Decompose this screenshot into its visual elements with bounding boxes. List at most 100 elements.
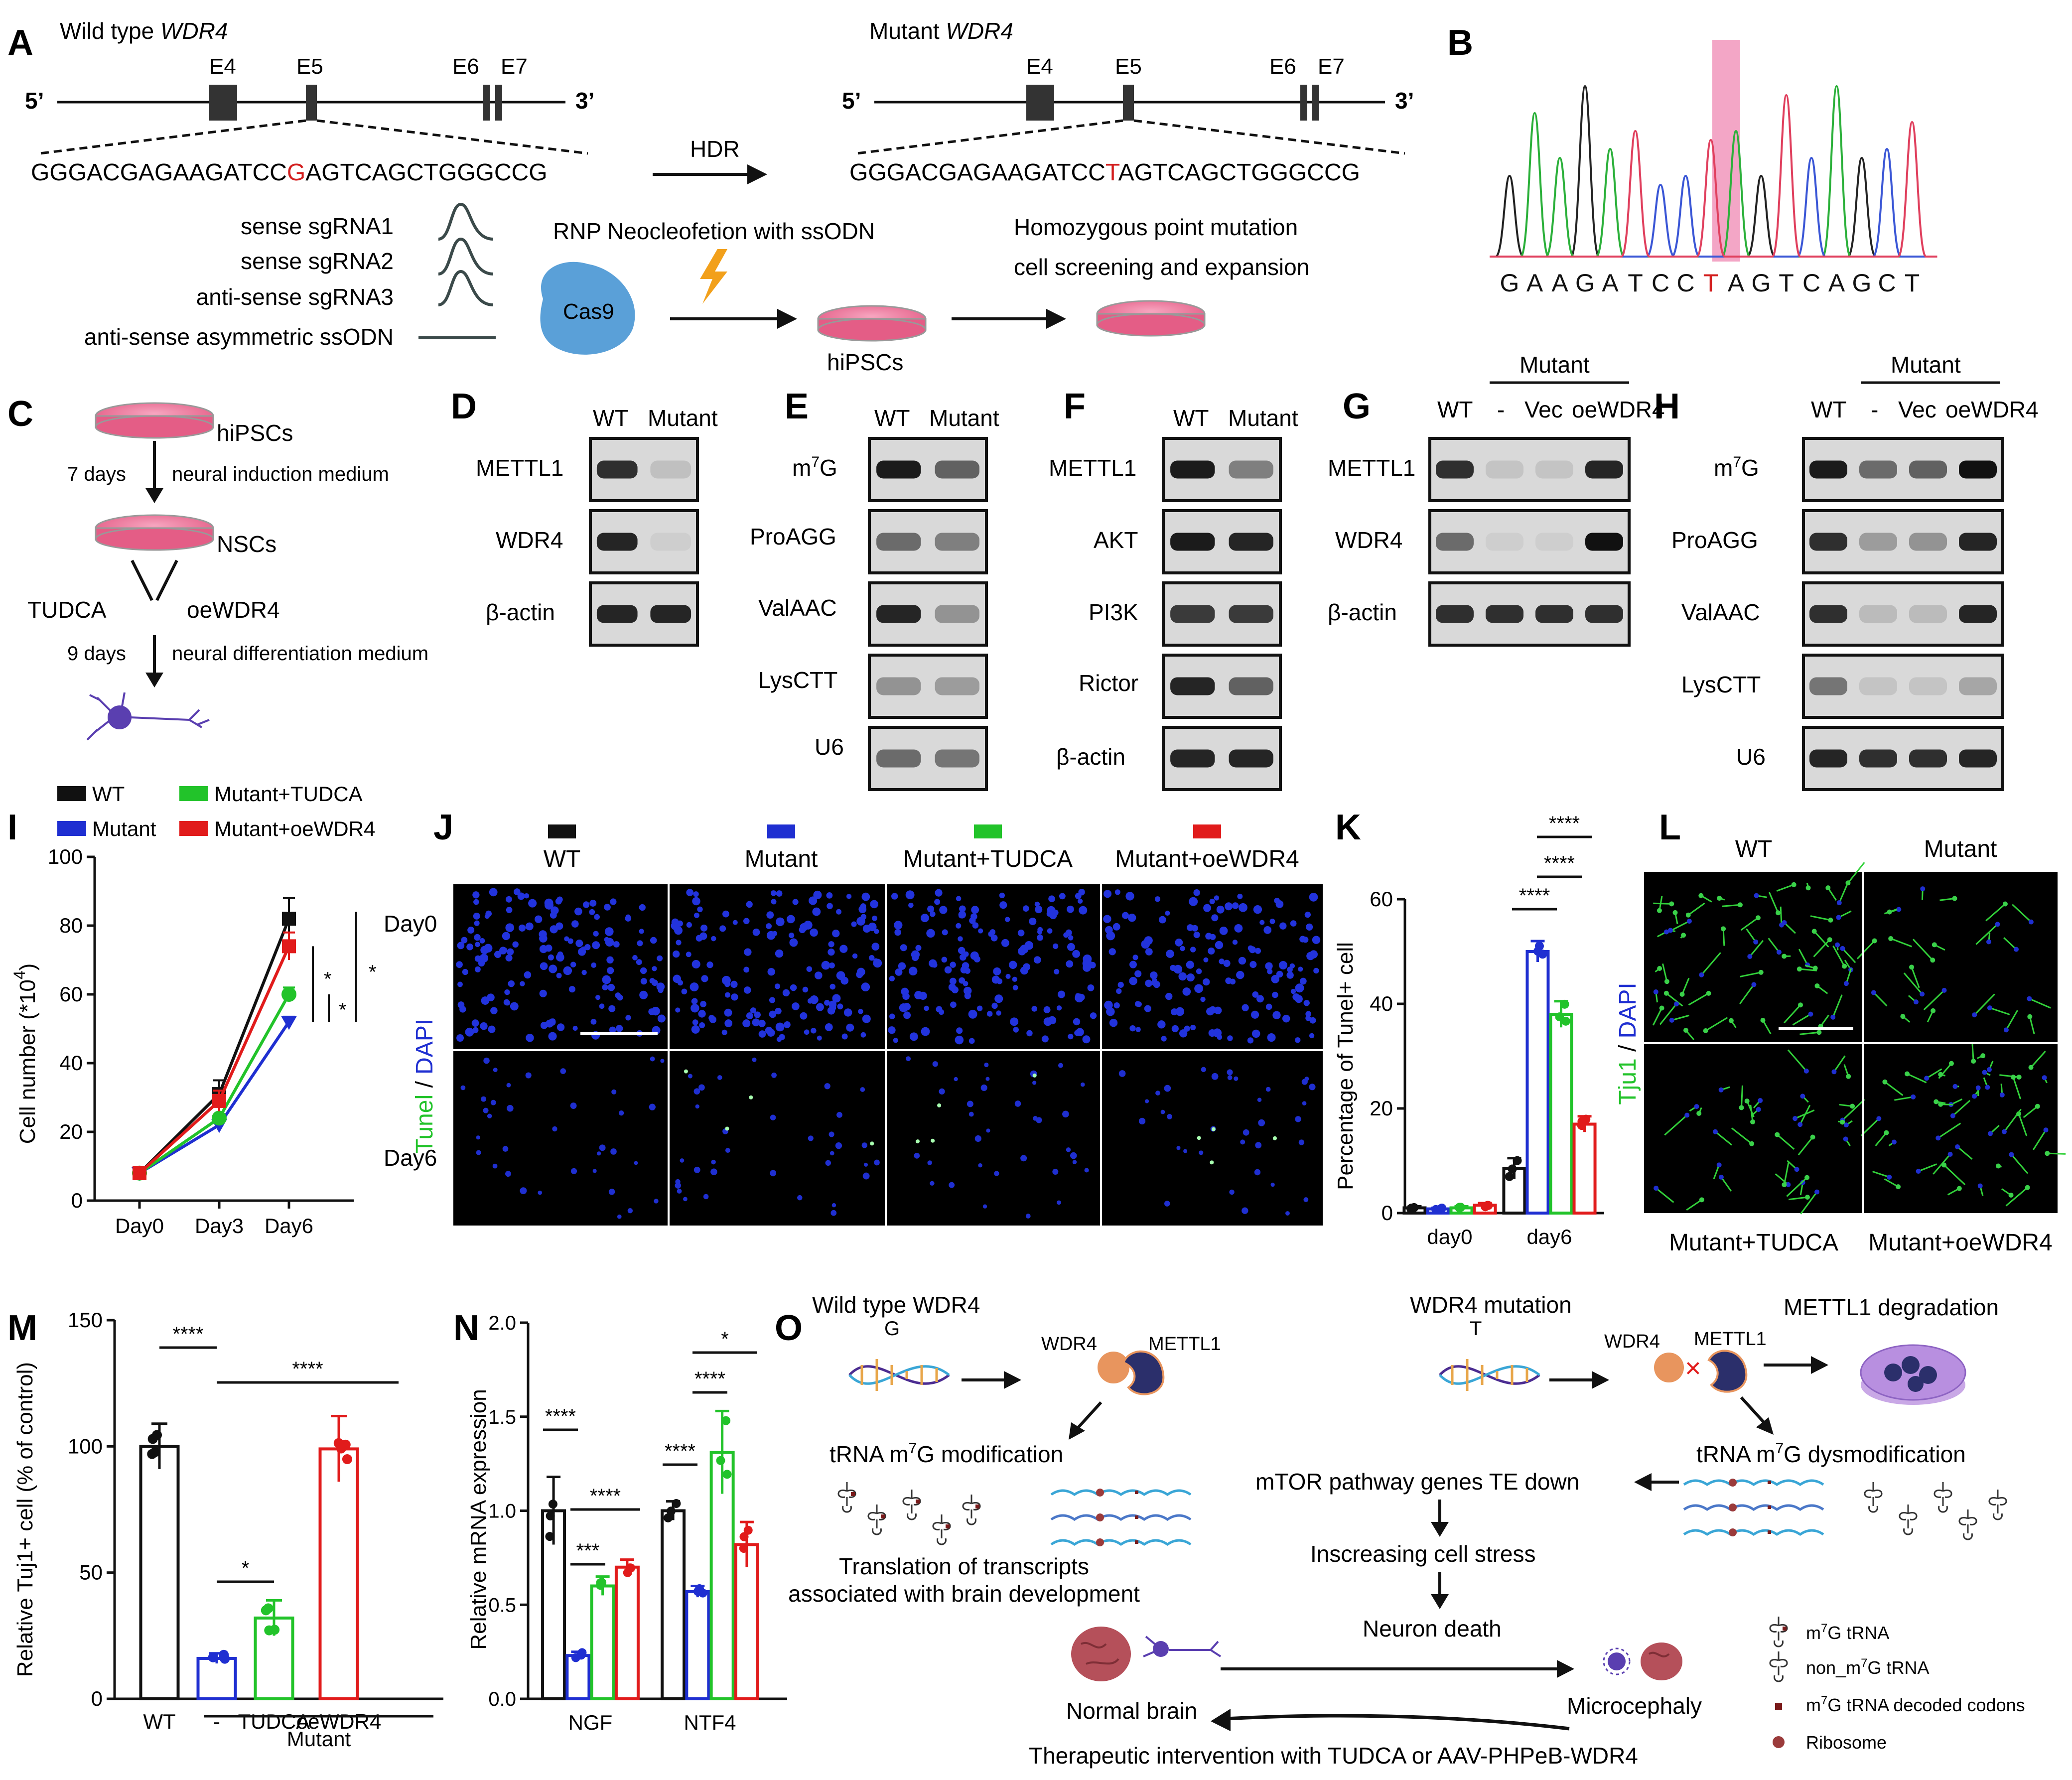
m7g-mark xyxy=(946,1524,950,1528)
neurite xyxy=(1926,1068,1942,1079)
blot-band xyxy=(1859,677,1897,695)
guide-sgrna2: sense sgRNA2 xyxy=(241,248,394,274)
neurite xyxy=(1985,903,2006,922)
hdr-label: HDR xyxy=(690,136,740,162)
base-label: T xyxy=(1628,269,1643,297)
blot-band xyxy=(1959,677,1997,695)
cell-body xyxy=(1791,882,1796,887)
replicate-point xyxy=(1538,950,1547,959)
o-therapy: Therapeutic intervention with TUDCA or A… xyxy=(1029,1743,1638,1769)
nucleus xyxy=(825,1023,833,1031)
nucleus xyxy=(1203,904,1211,912)
nucleus xyxy=(962,962,969,969)
nucleus xyxy=(1182,987,1191,996)
nucleus xyxy=(693,1166,700,1173)
o-wt-base: G xyxy=(884,1318,900,1340)
nucleus xyxy=(743,986,751,994)
neurite xyxy=(1776,884,1795,892)
neurite xyxy=(1952,1099,1971,1116)
label-e5: E5 xyxy=(296,54,323,79)
series-line xyxy=(138,918,290,1174)
nucleus xyxy=(840,976,849,985)
nucleus xyxy=(1014,1100,1021,1107)
blot-band xyxy=(1229,677,1273,695)
nucleus xyxy=(942,929,948,936)
j-swatch-tudca xyxy=(974,824,1002,838)
legend-ribosome: Ribosome xyxy=(1806,1732,1887,1753)
h-col-wt: WT xyxy=(1811,397,1847,422)
nucleus xyxy=(1186,960,1194,969)
nucleus xyxy=(1250,1010,1259,1019)
base-label: C xyxy=(1676,269,1694,297)
nucleus xyxy=(1255,1142,1262,1149)
nucleus xyxy=(1031,1006,1038,1012)
data-point xyxy=(282,912,296,926)
blot-box xyxy=(868,654,988,719)
cell-body xyxy=(1775,1132,1780,1137)
cell-body xyxy=(1935,1135,1941,1141)
nucleus xyxy=(1251,1029,1260,1038)
j-stain-label: Tunel / DAPI xyxy=(412,1019,438,1153)
trna-icons-wt xyxy=(837,1482,981,1545)
cell-body xyxy=(2001,1129,2007,1134)
base-label: A xyxy=(1828,269,1845,297)
nucleus xyxy=(654,1199,659,1204)
nucleus xyxy=(1012,985,1018,990)
dish-base xyxy=(95,527,214,551)
nucleus xyxy=(1129,976,1137,985)
nucleus xyxy=(858,905,867,914)
legend-non-m7g-trna: non_m7G tRNA xyxy=(1806,1656,1929,1678)
nucleus xyxy=(1309,1084,1316,1091)
nucleus xyxy=(1213,1028,1222,1038)
j-row-day6: Day6 xyxy=(384,1145,437,1171)
nucleus xyxy=(956,896,962,902)
panel-letter-m: M xyxy=(7,1308,37,1348)
replicate-point xyxy=(147,1449,157,1459)
blot-band xyxy=(1436,460,1474,479)
cell-body xyxy=(1737,902,1743,908)
cell-body xyxy=(1681,933,1686,938)
trna-icon xyxy=(1988,1490,2007,1520)
base-label: G xyxy=(1852,269,1872,297)
panel-letter-a: A xyxy=(7,23,33,63)
nucleus xyxy=(680,1158,685,1163)
nucleus xyxy=(1179,1029,1188,1038)
nucleus xyxy=(461,937,468,944)
neurite xyxy=(1797,1136,1813,1156)
h-row-proagg: ProAGG xyxy=(1671,527,1758,553)
nucleus xyxy=(999,901,1007,909)
blot-band xyxy=(596,605,638,623)
nucleus xyxy=(619,1110,624,1116)
neurite xyxy=(1656,1187,1674,1203)
tunel-positive xyxy=(725,1126,729,1131)
nucleus xyxy=(481,1096,487,1102)
nucleus xyxy=(1154,896,1161,902)
normal-brain-icon xyxy=(1071,1627,1222,1681)
cell-body xyxy=(1694,1104,1699,1109)
nucleus xyxy=(1184,1025,1190,1032)
nucleus xyxy=(507,948,514,956)
nucleus xyxy=(958,947,966,955)
c-days9: 9 days xyxy=(67,643,126,665)
nucleus xyxy=(1295,1037,1301,1043)
x-tick-label: day0 xyxy=(1427,1225,1472,1248)
neurite xyxy=(1720,1177,1732,1192)
nucleus xyxy=(1001,939,1009,947)
codon-mark xyxy=(1768,1481,1771,1484)
nucleus xyxy=(1106,931,1115,941)
cell-body xyxy=(2042,1075,2047,1081)
nucleus xyxy=(1208,947,1215,955)
panel-g: G Mutant WT - Vec oeWDR4 METTL1 WDR4 β-a… xyxy=(1328,352,1665,647)
x-tick-label: Day3 xyxy=(195,1214,244,1237)
cell-body xyxy=(1882,1079,1888,1085)
blot-band xyxy=(876,460,921,479)
c-oewdr4: oeWDR4 xyxy=(187,597,280,623)
nucleus xyxy=(831,1203,836,1208)
nucleus xyxy=(929,959,937,967)
cell-body xyxy=(1776,910,1781,916)
cell-body xyxy=(1924,1076,1930,1081)
cell-body xyxy=(1713,1129,1718,1134)
nucleus xyxy=(506,896,512,903)
